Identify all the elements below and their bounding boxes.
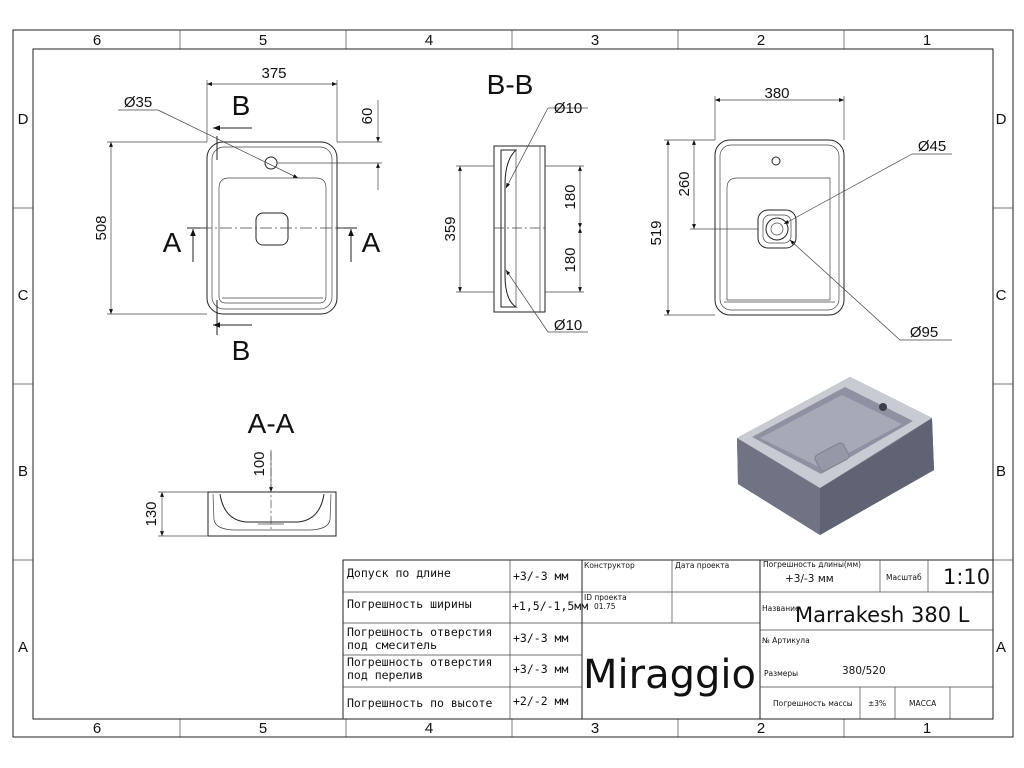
- tolerance-value-3: +3/-3 мм: [513, 631, 568, 645]
- section-bb-bottom-radius-label: Ø10: [554, 317, 582, 334]
- top-view-height-label: 508: [93, 215, 110, 240]
- outer-frame: [12, 29, 1014, 738]
- zone-col-5-bottom: 5: [259, 720, 267, 737]
- scale-label: Масштаб: [886, 573, 922, 582]
- bottom-view-drain-offset-label: 260: [676, 171, 693, 196]
- brand-name: Miraggio: [583, 652, 756, 698]
- zone-row-b: B: [18, 463, 28, 480]
- section-b-marker-bottom: B: [232, 335, 251, 366]
- basin-3d-render: [737, 377, 934, 535]
- length-tolerance-label: Погрешность длины(мм): [763, 560, 861, 569]
- name-label: Название: [762, 604, 800, 613]
- scale-value: 1:10: [943, 565, 990, 589]
- bottom-view-drain-inner-label: Ø45: [918, 138, 946, 155]
- tolerance-label-5: Погрешность по высоте: [347, 696, 492, 710]
- section-b-marker-top: B: [232, 90, 251, 121]
- bottom-view-drain-outer-label: Ø95: [910, 324, 938, 341]
- zone-col-3-bottom: 3: [591, 720, 599, 737]
- zone-row-d-right: D: [996, 111, 1007, 128]
- section-a-marker-right: A: [362, 227, 381, 258]
- length-tolerance-value: +3/-3 мм: [785, 573, 834, 585]
- project-id-label: ID проекта: [584, 593, 627, 602]
- section-aa-view: A-A 100 130: [143, 408, 337, 537]
- tolerance-label-4-line2: под перелив: [347, 668, 423, 682]
- size-label: Размеры: [764, 669, 798, 678]
- zone-col-1-bottom: 1: [923, 720, 931, 737]
- zone-col-2: 2: [757, 32, 765, 49]
- zone-row-c: C: [18, 287, 29, 304]
- tolerance-value-2: +1,5/-1,5мм: [512, 599, 588, 613]
- zone-col-4-bottom: 4: [425, 720, 433, 737]
- model-name: Marrakesh 380 L: [795, 603, 970, 627]
- size-value: 380/520: [842, 665, 886, 677]
- tolerance-label-2: Погрешность ширины: [347, 597, 472, 611]
- zone-labels-bottom: 6 5 4 3 2 1: [93, 720, 931, 737]
- mass-label: МАССА: [909, 699, 937, 708]
- tolerance-label-3-line2: под смеситель: [347, 638, 437, 652]
- tolerance-label-1: Допуск по длине: [347, 566, 451, 580]
- section-bb-view: B-B 359 180 180 Ø10 Ø10: [442, 69, 588, 334]
- section-aa-title: A-A: [248, 408, 295, 439]
- section-aa-height-label: 130: [143, 501, 160, 526]
- zone-col-6: 6: [93, 32, 101, 49]
- section-bb-title: B-B: [487, 69, 534, 100]
- top-view-hole-diameter-label: Ø35: [124, 94, 152, 111]
- top-view-width-label: 375: [261, 65, 286, 82]
- section-bb-top-radius-label: Ø10: [554, 100, 582, 117]
- tolerance-value-5: +2/-2 мм: [513, 694, 568, 708]
- section-bb-upper-half-label: 180: [562, 184, 579, 209]
- tolerance-value-1: +3/-3 мм: [513, 569, 568, 583]
- section-a-marker-left: A: [163, 227, 182, 258]
- section-aa-depth-label: 100: [251, 451, 268, 476]
- zone-labels-right: D C B A: [996, 111, 1007, 656]
- mass-tolerance-value: ±3%: [868, 699, 886, 708]
- zone-row-a-right: A: [996, 639, 1006, 656]
- top-view-hole-offset-label: 60: [359, 108, 376, 125]
- section-bb-lower-half-label: 180: [562, 247, 579, 272]
- zone-row-a: A: [18, 639, 28, 656]
- title-block: Допуск по длине +3/-3 мм Погрешность шир…: [342, 559, 994, 720]
- mass-tolerance-label: Погрешность массы: [773, 699, 853, 708]
- top-view: 375 508 60 Ø35 B B A A: [93, 65, 382, 366]
- zone-ticks: [13, 30, 1013, 737]
- tolerance-label-3: Погрешность отверстия: [347, 625, 492, 639]
- zone-row-d: D: [18, 111, 29, 128]
- tolerance-value-4: +3/-3 мм: [513, 662, 568, 676]
- designer-label: Конструктор: [584, 561, 635, 570]
- article-label: № Артикула: [762, 636, 810, 645]
- zone-col-5: 5: [259, 32, 267, 49]
- zone-labels-left: D C B A: [18, 111, 29, 656]
- zone-col-4: 4: [425, 32, 433, 49]
- bottom-view-width-label: 380: [764, 85, 789, 102]
- project-date-label: Дата проекта: [675, 561, 729, 570]
- tolerance-label-4: Погрешность отверстия: [347, 655, 492, 669]
- zone-row-b-right: B: [996, 463, 1006, 480]
- section-bb-length-label: 359: [442, 216, 459, 241]
- project-id-value: 01.75: [594, 602, 616, 611]
- bottom-view-height-label: 519: [648, 220, 665, 245]
- zone-row-c-right: C: [996, 287, 1007, 304]
- bottom-view: 380 519 260 Ø45 Ø95: [648, 85, 952, 341]
- zone-col-6-bottom: 6: [93, 720, 101, 737]
- zone-col-1: 1: [923, 32, 931, 49]
- zone-col-2-bottom: 2: [757, 720, 765, 737]
- zone-col-3: 3: [591, 32, 599, 49]
- zone-labels-top: 6 5 4 3 2 1: [93, 32, 931, 49]
